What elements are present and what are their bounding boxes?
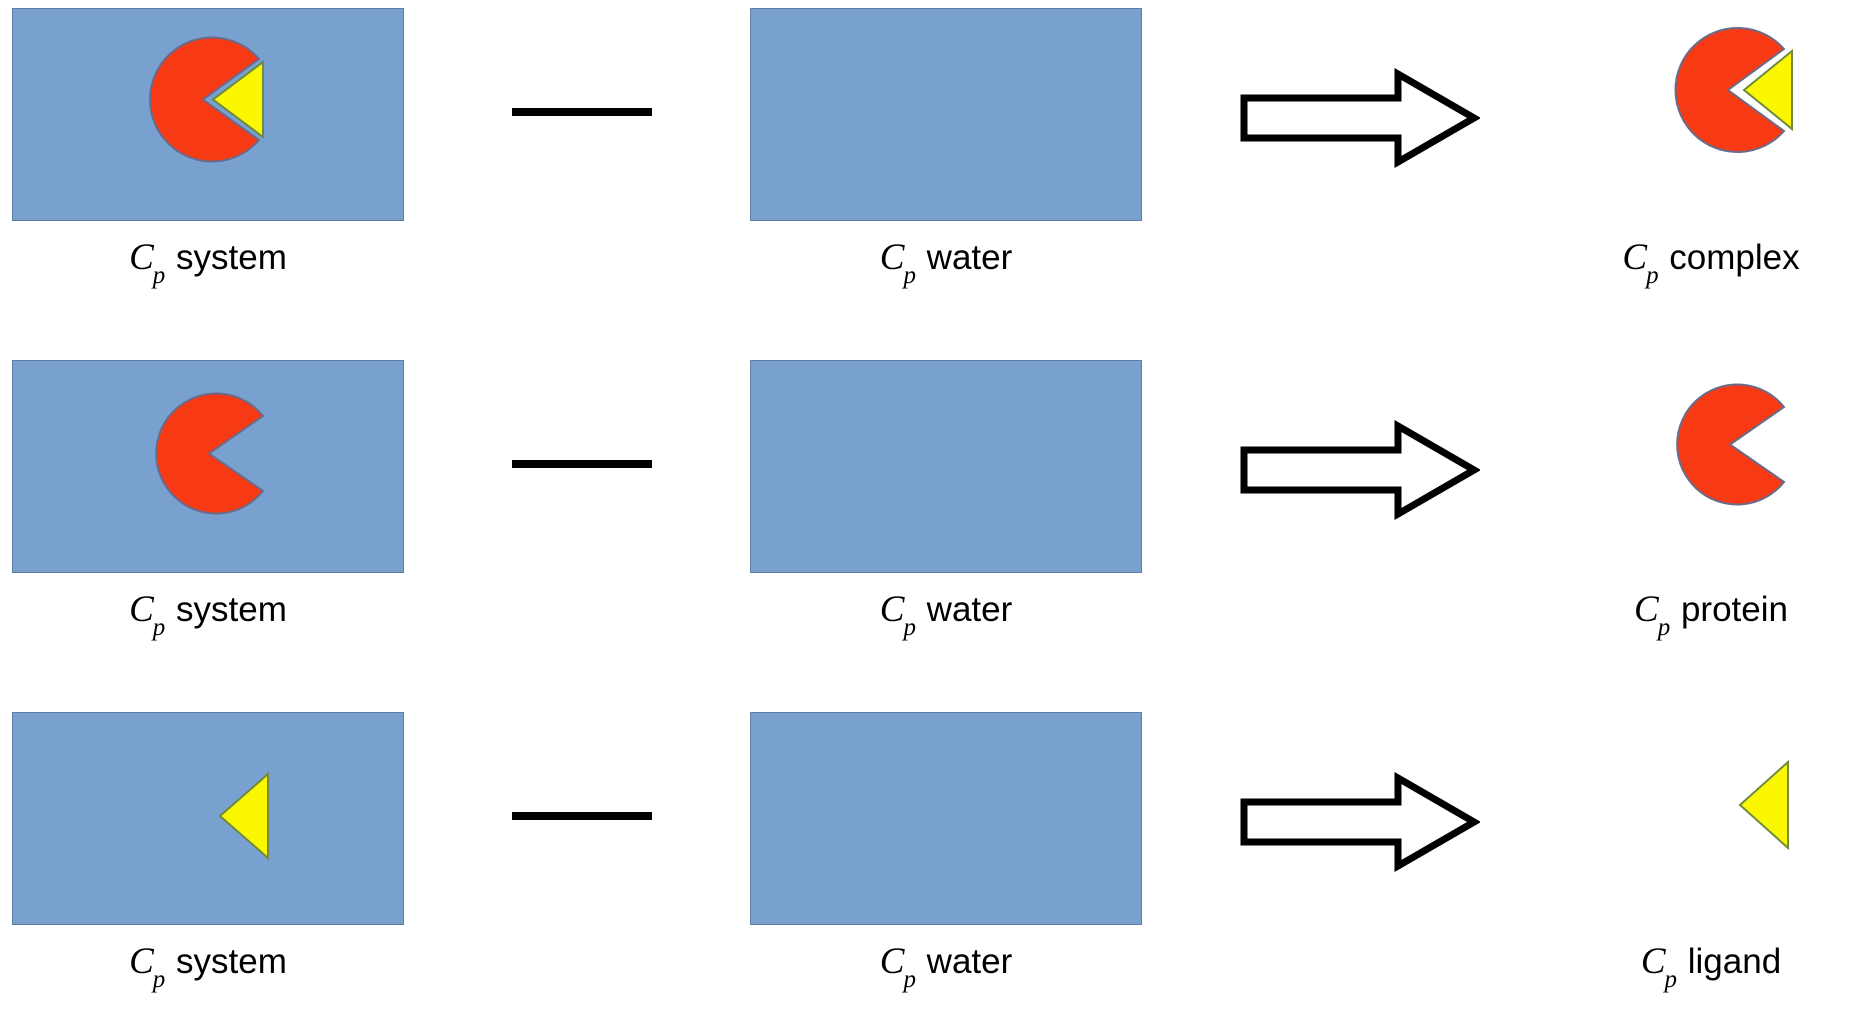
product-protein-shape xyxy=(1672,382,1787,507)
cp-letter: C xyxy=(129,237,154,278)
cp-subscript: p xyxy=(903,262,916,289)
protein-pacman-icon xyxy=(1676,383,1786,506)
caption-cp-system-protein: Cp system xyxy=(12,589,404,641)
cp-letter: C xyxy=(879,237,905,278)
block-arrow-icon xyxy=(1240,772,1480,872)
diagram-row-protein: Cp system Cp water Cp protein xyxy=(0,352,1862,672)
ligand-triangle-icon xyxy=(211,60,264,139)
minus-operator-row-complex xyxy=(512,108,652,116)
cp-letter: C xyxy=(129,589,154,630)
diagram-row-complex: Cp system Cp water Cp complex xyxy=(0,0,1862,320)
cp-subscript: p xyxy=(1657,614,1671,641)
solvent-box-water-protein xyxy=(750,360,1142,573)
caption-word: water xyxy=(916,590,1013,629)
caption-cp-system-complex: Cp system xyxy=(12,237,404,289)
block-arrow-icon xyxy=(1240,420,1480,520)
cp-letter: C xyxy=(1634,589,1659,630)
ligand-triangle-icon xyxy=(218,771,269,861)
ligand-shape xyxy=(218,771,273,861)
solvent-box-system-protein xyxy=(12,360,404,573)
cp-subscript: p xyxy=(152,262,166,289)
diagram-row-ligand: Cp system Cp water Cp ligand xyxy=(0,704,1862,1024)
caption-word: ligand xyxy=(1678,942,1782,981)
minus-operator-row-ligand xyxy=(512,812,652,820)
cp-subscript: p xyxy=(152,966,166,993)
caption-cp-complex: Cp complex xyxy=(1560,237,1862,289)
solvent-box-water-complex xyxy=(750,8,1142,221)
cp-letter: C xyxy=(129,941,154,982)
cp-subscript: p xyxy=(152,614,166,641)
product-ligand-shape xyxy=(1738,759,1793,851)
right-arrow-row-complex xyxy=(1238,68,1480,168)
caption-word: system xyxy=(166,942,287,981)
ligand-triangle-icon xyxy=(1738,759,1789,851)
caption-cp-system-ligand: Cp system xyxy=(12,941,404,993)
caption-word: system xyxy=(166,590,287,629)
caption-word: complex xyxy=(1659,238,1800,277)
cp-subscript: p xyxy=(903,966,916,993)
protein-pacman-icon xyxy=(1674,27,1786,153)
protein-pacman-icon xyxy=(155,392,265,515)
caption-cp-water-complex: Cp water xyxy=(750,237,1142,289)
caption-word: water xyxy=(916,942,1013,981)
cp-letter: C xyxy=(1640,941,1666,982)
solvent-box-system-ligand xyxy=(12,712,404,925)
protein-pacman-icon xyxy=(149,36,261,163)
caption-word: protein xyxy=(1671,590,1788,629)
cp-subscript: p xyxy=(903,614,916,641)
ligand-triangle-icon xyxy=(1742,48,1793,132)
cp-subscript: p xyxy=(1664,966,1678,993)
minus-operator-row-protein xyxy=(512,460,652,468)
cp-letter: C xyxy=(879,941,905,982)
cp-subscript: p xyxy=(1646,262,1659,289)
cp-letter: C xyxy=(879,589,905,630)
solvent-box-water-ligand xyxy=(750,712,1142,925)
right-arrow-row-ligand xyxy=(1238,772,1480,872)
caption-cp-protein: Cp protein xyxy=(1560,589,1862,641)
caption-cp-water-ligand: Cp water xyxy=(750,941,1142,993)
solvent-box-system-complex xyxy=(12,8,404,221)
protein-ligand-complex-shape xyxy=(141,36,281,163)
caption-cp-water-protein: Cp water xyxy=(750,589,1142,641)
right-arrow-row-protein xyxy=(1238,420,1480,520)
caption-cp-ligand: Cp ligand xyxy=(1560,941,1862,993)
protein-shape xyxy=(151,391,266,516)
caption-word: water xyxy=(916,238,1013,277)
product-complex-shape xyxy=(1666,25,1806,155)
cp-letter: C xyxy=(1622,237,1648,278)
block-arrow-icon xyxy=(1240,68,1480,168)
caption-word: system xyxy=(166,238,287,277)
